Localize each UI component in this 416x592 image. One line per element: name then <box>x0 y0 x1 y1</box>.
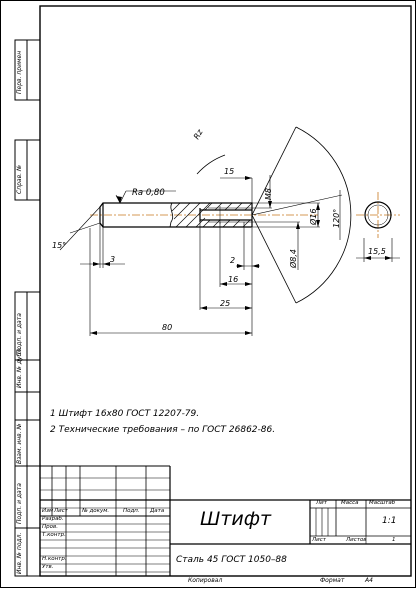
dim-80: 80 <box>162 323 172 332</box>
section-view <box>364 201 392 229</box>
tb-scale-label: Масштаб <box>369 500 396 506</box>
tb-role-checker: Пров. <box>42 524 58 530</box>
tb-sheets-value: 1 <box>392 537 396 543</box>
angle-construction <box>196 126 352 304</box>
strip-label-first-use: Перв. примен <box>16 50 23 94</box>
dim-dia-16: Ø16 <box>308 209 318 226</box>
tb-header-change: Изм <box>42 508 54 514</box>
dim-15-top: 15 <box>224 167 234 176</box>
dim-dia-8-4: Ø8,4 <box>288 249 298 269</box>
material: Сталь 45 ГОСТ 1050–88 <box>176 555 287 565</box>
title-block-grid <box>40 465 411 576</box>
tb-sheets-label: Листов <box>346 537 367 543</box>
note-1: 1 Штифт 16х80 ГОСТ 12207-79. <box>50 409 200 419</box>
tb-header-sign: Подп. <box>123 508 140 514</box>
tb-sheet-label: Лист <box>312 537 326 543</box>
dimension-lines <box>59 175 400 336</box>
footer-format-label: Формат <box>320 577 345 584</box>
strip-label-orig-inv: Инв. № подл. <box>16 532 23 574</box>
dim-angle-120: 120° <box>332 209 341 228</box>
corner-roughness-label: Rz <box>192 127 205 141</box>
tb-scale-value: 1:1 <box>382 516 397 526</box>
side-strip <box>14 39 41 577</box>
tb-mass-label: Масса <box>341 500 359 506</box>
tb-role-tech-control: Т.контр. <box>42 532 66 538</box>
centerlines <box>90 192 400 238</box>
arrowheads <box>90 176 392 335</box>
section-hatching <box>171 202 253 228</box>
dim-chamfer-angle: 15° <box>52 241 66 250</box>
tb-header-date: Дата <box>150 508 165 514</box>
footer-format-value: А4 <box>365 577 373 584</box>
inner-frame <box>39 5 412 577</box>
strip-label-dup-inv: Инв. № дубл. <box>16 346 23 388</box>
dim-chamfer-len: 3 <box>110 255 115 264</box>
tb-lit-label: Лит <box>316 500 327 506</box>
tb-header-doc-no: № докум. <box>82 508 110 514</box>
part-name: Штифт <box>200 508 272 530</box>
dim-2: 2 <box>230 256 235 265</box>
note-2: 2 Технические требования – по ГОСТ 26862… <box>50 425 276 435</box>
dim-thread-m8: M8 <box>264 188 273 200</box>
tb-role-developer: Разраб. <box>42 516 64 522</box>
dim-section-15-5: 15,5 <box>368 247 386 256</box>
strip-label-ref-no: Справ. № <box>16 164 23 194</box>
tb-role-norm-control: Н.контр. <box>42 556 67 562</box>
tb-header-sheet: Лист <box>54 508 68 514</box>
footer-copied: Копировал <box>188 577 223 584</box>
dim-25: 25 <box>220 299 230 308</box>
dim-16: 16 <box>228 275 238 284</box>
strip-label-repl-inv: Взам. инв. № <box>16 423 23 464</box>
roughness-label: Ra 0,80 <box>132 188 165 198</box>
tb-role-approved: Утв. <box>42 564 54 570</box>
strip-label-sign-date-2: Подп. и дата <box>16 483 23 524</box>
